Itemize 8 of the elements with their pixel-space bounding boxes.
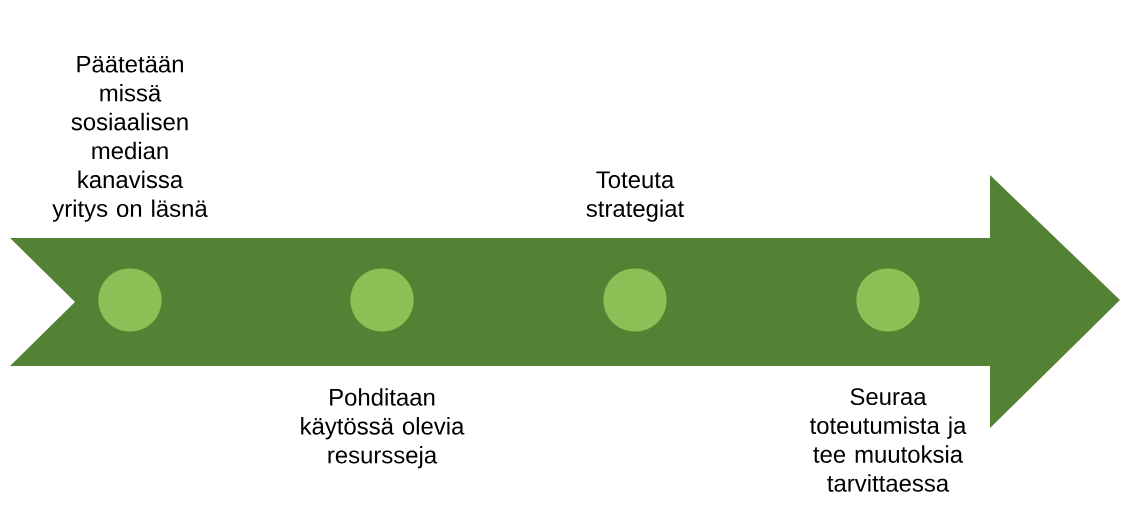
timeline-dot — [97, 267, 163, 333]
timeline-dot — [349, 267, 415, 333]
step-text: Pohditaan käytössä olevia resursseja — [301, 388, 465, 469]
step-text: Toteuta strategiat — [586, 171, 684, 222]
timeline-dot — [855, 267, 921, 333]
timeline-dot — [602, 267, 668, 333]
step-text: Seuraa toteutumista ja tee muutoksia tarvittaessa — [809, 388, 967, 492]
step-text: Päätetään missä sosiaalisen median kanavissa yritys on läsnä — [52, 55, 208, 222]
